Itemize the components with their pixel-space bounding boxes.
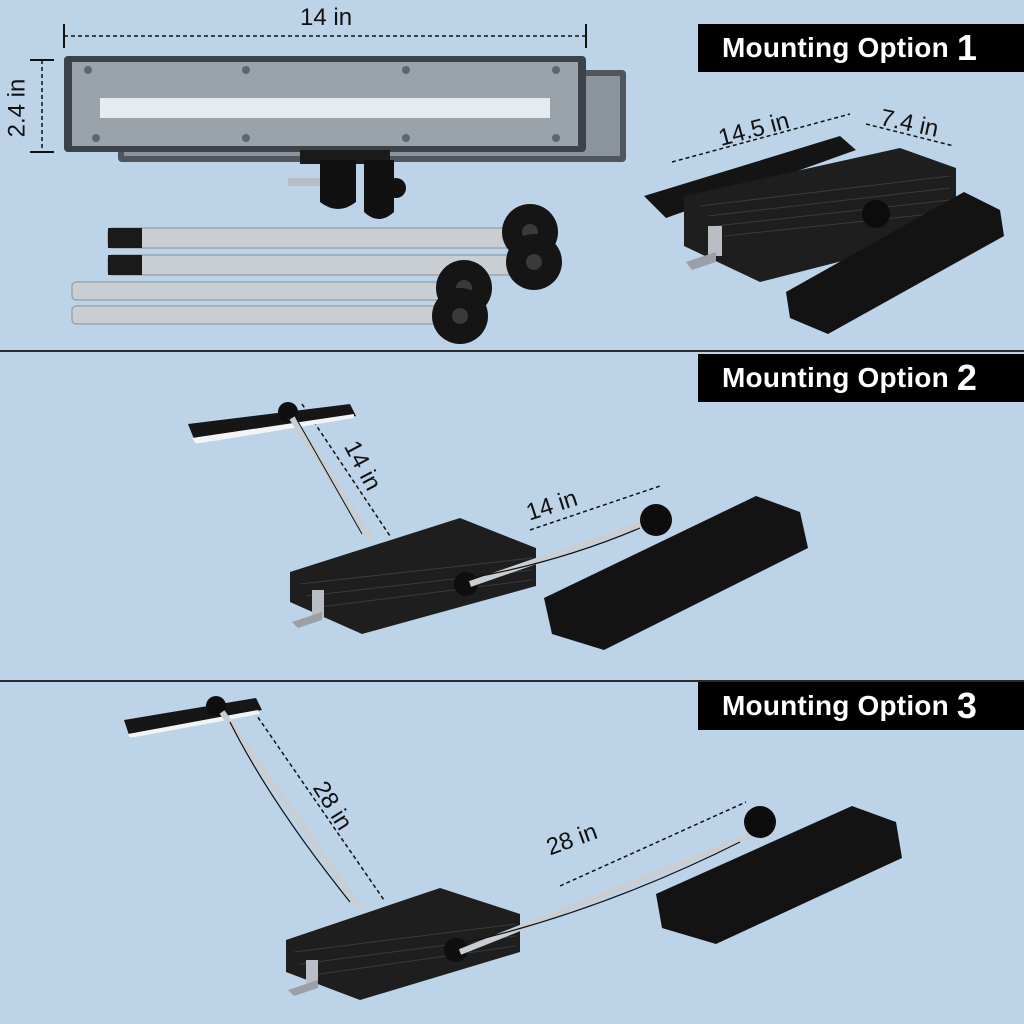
banner-option-2: Mounting Option 2 [698, 354, 1024, 402]
banner-option-3: Mounting Option 3 [698, 682, 1024, 730]
banner-label: Mounting Option [722, 362, 949, 393]
banner-label: Mounting Option [722, 32, 949, 63]
banner-option-1: Mounting Option 1 [698, 24, 1024, 72]
option3-illustration [124, 696, 902, 1000]
dim-top-height: 2.4 in [3, 78, 31, 138]
option1-illustration [30, 24, 1004, 344]
banner-number: 3 [956, 685, 977, 726]
banner-label: Mounting Option [722, 690, 949, 721]
panel-option-1: 14 in 2.4 in 14.5 in 7.4 in Mounting Opt… [0, 0, 1024, 350]
panel-option-2: 14 in 14 in Mounting Option 2 [0, 352, 1024, 680]
divider [0, 680, 1024, 682]
panel-option-3: 28 in 28 in Mounting Option 3 [0, 682, 1024, 1024]
dim-top-width: 14 in [300, 4, 353, 31]
option2-illustration [188, 402, 808, 650]
banner-number: 2 [956, 357, 977, 398]
divider [0, 350, 1024, 352]
banner-number: 1 [956, 27, 977, 68]
